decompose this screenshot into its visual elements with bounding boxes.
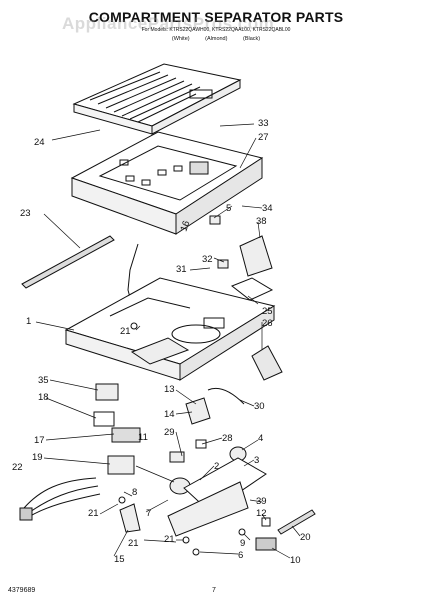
part-damper-flap [251, 345, 283, 381]
part-bracket-18 [93, 411, 115, 427]
part-damper-housing [239, 235, 273, 277]
callout-22: 22 [12, 462, 23, 473]
callout-9: 9 [240, 538, 245, 549]
screw-6 [192, 548, 200, 556]
watermark: AppliancePartsPros.com [62, 14, 275, 33]
part-12 [261, 517, 271, 527]
callout-17: 17 [34, 435, 45, 446]
part-32 [217, 259, 229, 269]
callout-27: 27 [258, 132, 269, 143]
callout-28: 28 [222, 433, 233, 444]
callout-10: 10 [290, 555, 301, 566]
callout-6: 6 [238, 550, 243, 561]
callout-21-a: 21 [120, 326, 131, 337]
part-rod-20 [277, 509, 316, 535]
callout-33: 33 [258, 118, 269, 129]
callout-32: 32 [202, 254, 213, 265]
callout-2: 2 [214, 461, 219, 472]
callout-39: 39 [256, 496, 267, 507]
callout-labels: 24 33 27 23 5 34 38 32 31 25 26 1 21 35 … [12, 118, 311, 566]
part-gasket-strip [21, 235, 115, 289]
callout-12: 12 [256, 508, 267, 519]
callout-29: 29 [164, 427, 175, 438]
callout-11: 11 [138, 432, 148, 443]
part-clip-29 [169, 451, 185, 463]
callout-8: 8 [132, 487, 137, 498]
callout-15: 15 [114, 554, 125, 565]
callout-5: 5 [226, 203, 231, 214]
part-cover-35 [95, 383, 119, 401]
callout-30: 30 [254, 401, 265, 412]
callout-31: 31 [176, 264, 187, 275]
color-black: (Black) [242, 36, 261, 42]
part-15 [119, 503, 141, 533]
callout-26: 26 [262, 318, 273, 329]
callout-24: 24 [34, 137, 45, 148]
callout-3: 3 [254, 455, 259, 466]
part-control-17 [111, 427, 141, 443]
callout-25: 25 [262, 306, 273, 317]
doc-number: 4379689 [8, 587, 36, 594]
callout-19: 19 [32, 452, 43, 463]
part-clip-10 [255, 537, 277, 551]
callout-21-c: 21 [164, 534, 175, 545]
callout-23: 23 [20, 208, 31, 219]
callout-18: 18 [38, 392, 49, 403]
callout-34: 34 [262, 203, 273, 214]
callout-35: 35 [38, 375, 49, 386]
callout-21-d: 21 [128, 538, 139, 549]
callout-21-b: 21 [88, 508, 99, 519]
part-damper-frame [231, 277, 274, 301]
callout-7: 7 [146, 508, 151, 519]
part-28 [195, 439, 207, 449]
color-row: (White) (Almond) (Black) [0, 36, 432, 42]
screw-8 [118, 496, 126, 504]
callout-1: 1 [26, 316, 31, 327]
leader-lines [35, 123, 301, 559]
callout-13: 13 [164, 384, 175, 395]
callout-4: 4 [258, 433, 263, 444]
part-mounting-plate [167, 481, 249, 537]
diagram-title: COMPARTMENT SEPARATOR PARTS [88, 9, 344, 25]
screw-9 [238, 528, 246, 536]
screw-21 [130, 322, 138, 330]
model-numbers: For Models: KTRS22QAWH00, KTRS22QAAL00, … [141, 27, 291, 33]
color-white: (White) [171, 36, 190, 42]
part-housing-19 [107, 455, 135, 475]
callout-16: 16 [178, 219, 192, 233]
part-clip-34 [209, 215, 221, 225]
part-compartment-tray [64, 277, 276, 381]
callout-38: 38 [256, 216, 267, 227]
callout-20: 20 [300, 532, 311, 543]
color-almond: (Almond) [205, 36, 228, 42]
part-top-cover-panel [72, 63, 242, 135]
part-sensor [207, 388, 245, 405]
part-14 [185, 397, 211, 425]
callout-14: 14 [164, 409, 175, 420]
part-separator-assembly [70, 131, 264, 235]
page-number: 7 [212, 587, 216, 594]
